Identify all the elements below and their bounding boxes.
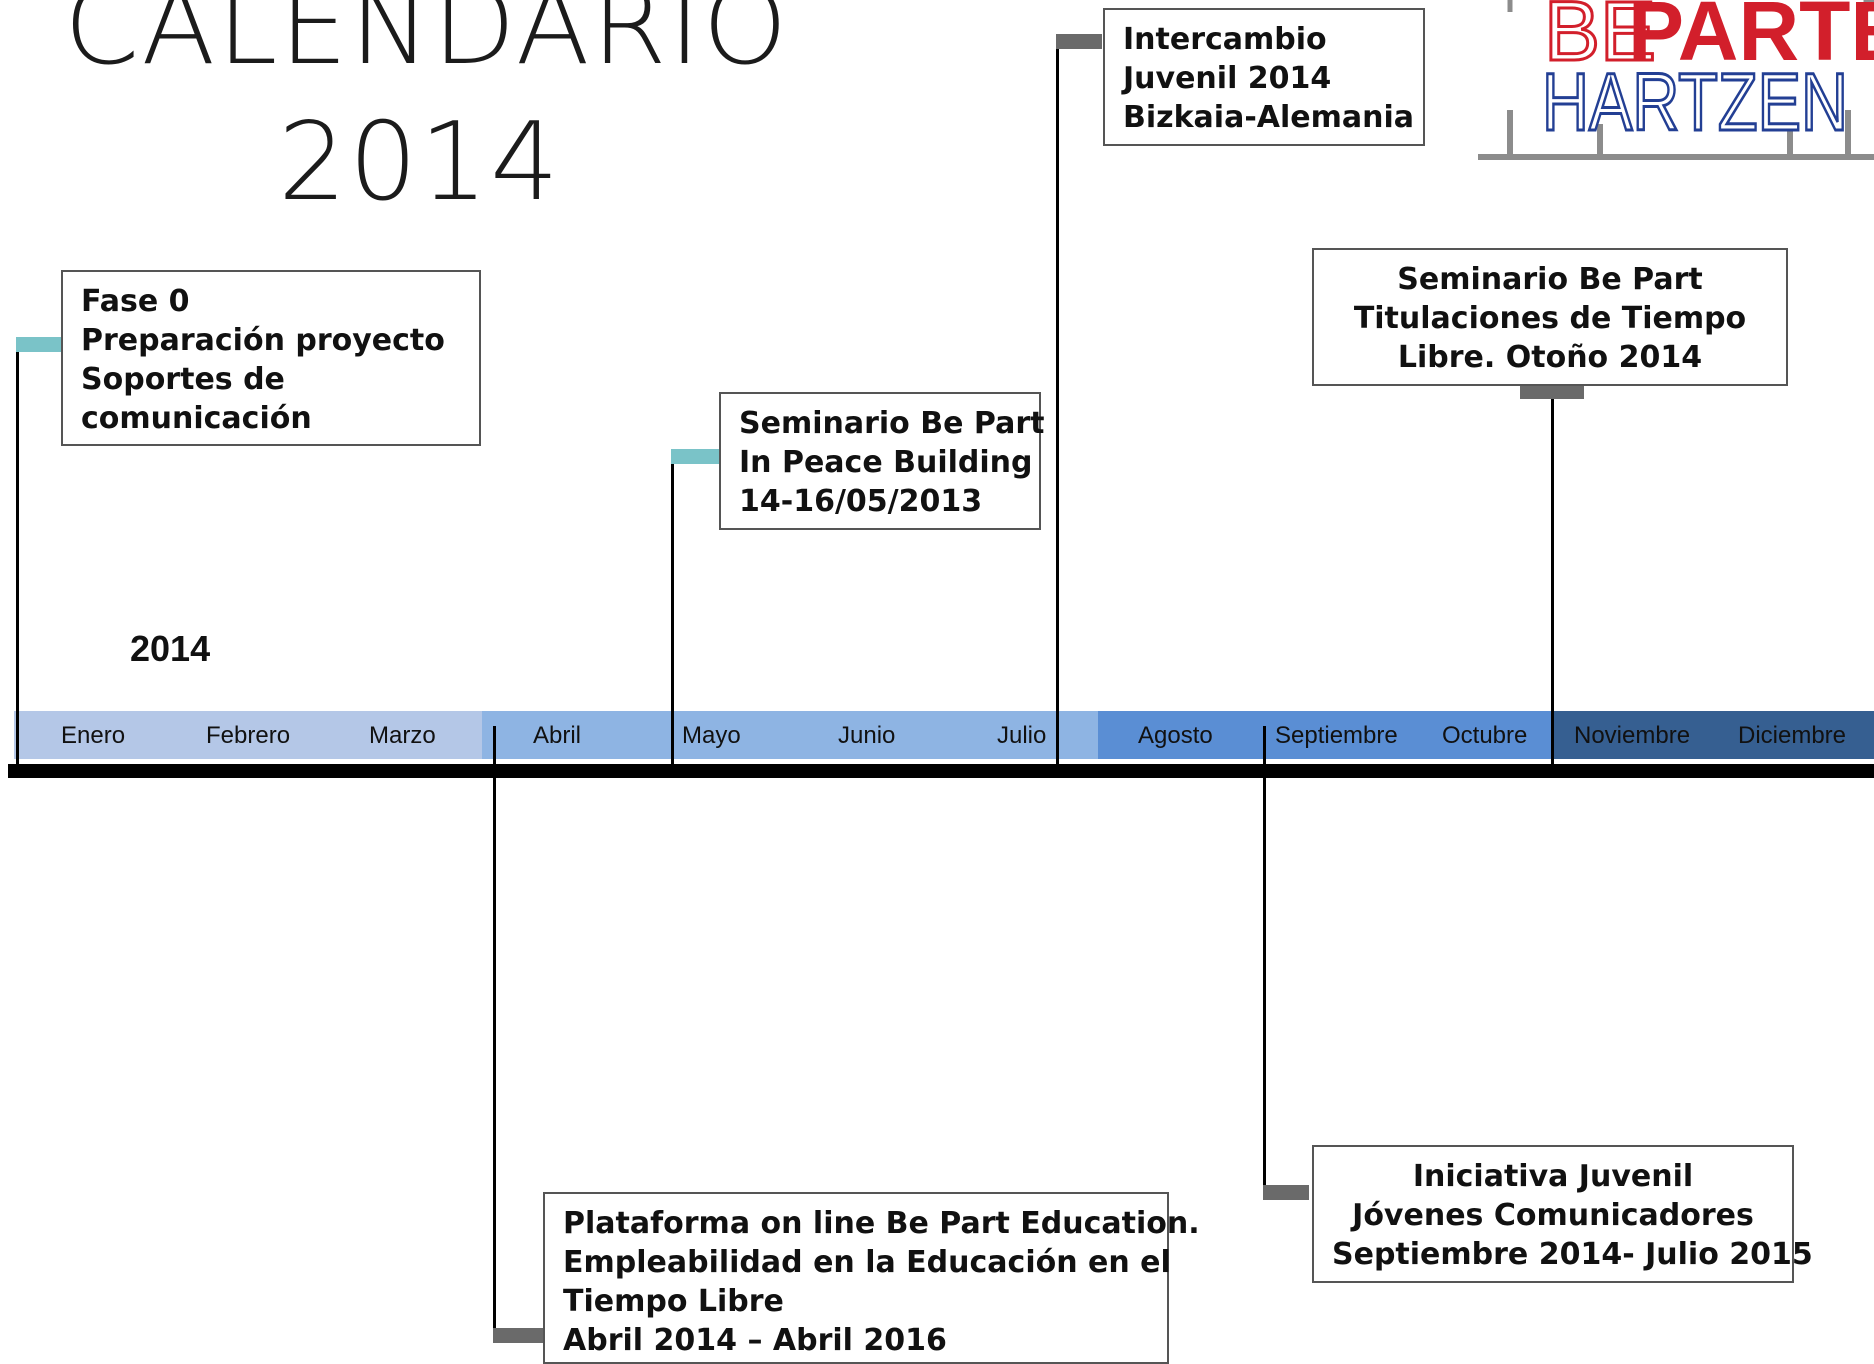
event-seminario-peace-line: Seminario Be Part bbox=[739, 406, 1045, 441]
month-label-enero: Enero bbox=[61, 722, 126, 749]
event-seminario-tiempo-line: Libre. Otoño 2014 bbox=[1397, 340, 1703, 375]
logo-frame bbox=[1478, 0, 1874, 160]
month-label-julio: Julio bbox=[997, 722, 1047, 749]
page-title-year: 2014 bbox=[278, 100, 561, 225]
event-box-seminario-peace: Seminario Be Part In Peace Building 14-1… bbox=[719, 392, 1045, 530]
month-label-mayo: Mayo bbox=[682, 722, 741, 749]
band-q4 bbox=[1552, 711, 1874, 759]
band-q2 bbox=[482, 711, 1098, 759]
event-intercambio-line: Bizkaia-Alemania bbox=[1123, 100, 1415, 135]
event-box-iniciativa: Iniciativa Juvenil Jóvenes Comunicadores… bbox=[1312, 1145, 1813, 1283]
event-box-seminario-tiempo: Seminario Be Part Titulaciones de Tiempo… bbox=[1312, 248, 1788, 386]
connector-intercambio bbox=[1056, 34, 1059, 764]
event-box-plataforma: Plataforma on line Be Part Education. Em… bbox=[543, 1192, 1200, 1364]
connector-plataforma bbox=[493, 726, 496, 1338]
page-title: CALENDARIO bbox=[64, 0, 790, 89]
event-box-intercambio: Intercambio Juvenil 2014 Bizkaia-Alemani… bbox=[1103, 8, 1425, 146]
timeline-year-label: 2014 bbox=[130, 628, 211, 669]
event-plataforma-line: Plataforma on line Be Part Education. bbox=[563, 1206, 1200, 1241]
be-parte-hartzen-logo: BE PARTE HARTZEN bbox=[1478, 0, 1874, 160]
month-label-septiembre: Septiembre bbox=[1275, 722, 1398, 749]
tab-intercambio bbox=[1056, 34, 1102, 49]
month-label-abril: Abril bbox=[533, 722, 582, 749]
logo-hartzen-text: HARTZEN bbox=[1542, 57, 1848, 148]
tab-plataforma bbox=[493, 1328, 543, 1343]
month-label-febrero: Febrero bbox=[206, 722, 291, 749]
event-plataforma-line: Abril 2014 – Abril 2016 bbox=[563, 1323, 947, 1358]
month-label-octubre: Octubre bbox=[1442, 722, 1528, 749]
event-seminario-tiempo-line: Titulaciones de Tiempo bbox=[1353, 301, 1747, 336]
month-label-junio: Junio bbox=[838, 722, 896, 749]
connector-iniciativa bbox=[1263, 726, 1266, 1196]
month-label-diciembre: Diciembre bbox=[1738, 722, 1847, 749]
tab-fase0 bbox=[16, 337, 62, 352]
event-box-fase0: Fase 0 Preparación proyecto Soportes de … bbox=[61, 270, 481, 446]
event-plataforma-line: Empleabilidad en la Educación en el bbox=[563, 1245, 1171, 1280]
event-intercambio-line: Juvenil 2014 bbox=[1123, 61, 1332, 96]
event-fase0-line: comunicación bbox=[81, 401, 312, 436]
tab-iniciativa bbox=[1263, 1185, 1309, 1200]
event-seminario-peace-line: 14-16/05/2013 bbox=[739, 484, 983, 519]
connector-seminario-tiempo bbox=[1551, 398, 1554, 764]
month-label-agosto: Agosto bbox=[1138, 722, 1213, 749]
month-label-marzo: Marzo bbox=[369, 722, 436, 749]
connector-fase0 bbox=[16, 344, 19, 764]
tab-seminario-tiempo bbox=[1520, 384, 1584, 399]
event-fase0-line: Preparación proyecto bbox=[81, 323, 445, 358]
band-q1 bbox=[14, 711, 482, 759]
event-plataforma-line: Tiempo Libre bbox=[563, 1284, 784, 1319]
event-iniciativa-line: Septiembre 2014- Julio 2015 bbox=[1332, 1237, 1813, 1272]
event-iniciativa-line: Jóvenes Comunicadores bbox=[1352, 1198, 1754, 1233]
event-seminario-tiempo-line: Seminario Be Part bbox=[1397, 262, 1703, 297]
band-q3 bbox=[1098, 711, 1552, 759]
event-intercambio-line: Intercambio bbox=[1123, 22, 1327, 57]
month-label-noviembre: Noviembre bbox=[1574, 722, 1691, 749]
connector-seminario-peace bbox=[671, 456, 674, 764]
timeline-axis bbox=[8, 764, 1874, 778]
tab-seminario-peace bbox=[671, 449, 719, 464]
logo-be-text: BE bbox=[1544, 0, 1656, 78]
logo-parte-text: PARTE bbox=[1628, 0, 1874, 78]
event-iniciativa-line: Iniciativa Juvenil bbox=[1412, 1159, 1694, 1194]
event-seminario-peace-line: In Peace Building bbox=[739, 445, 1033, 480]
event-fase0-line: Fase 0 bbox=[81, 284, 190, 319]
event-fase0-line: Soportes de bbox=[81, 362, 285, 397]
